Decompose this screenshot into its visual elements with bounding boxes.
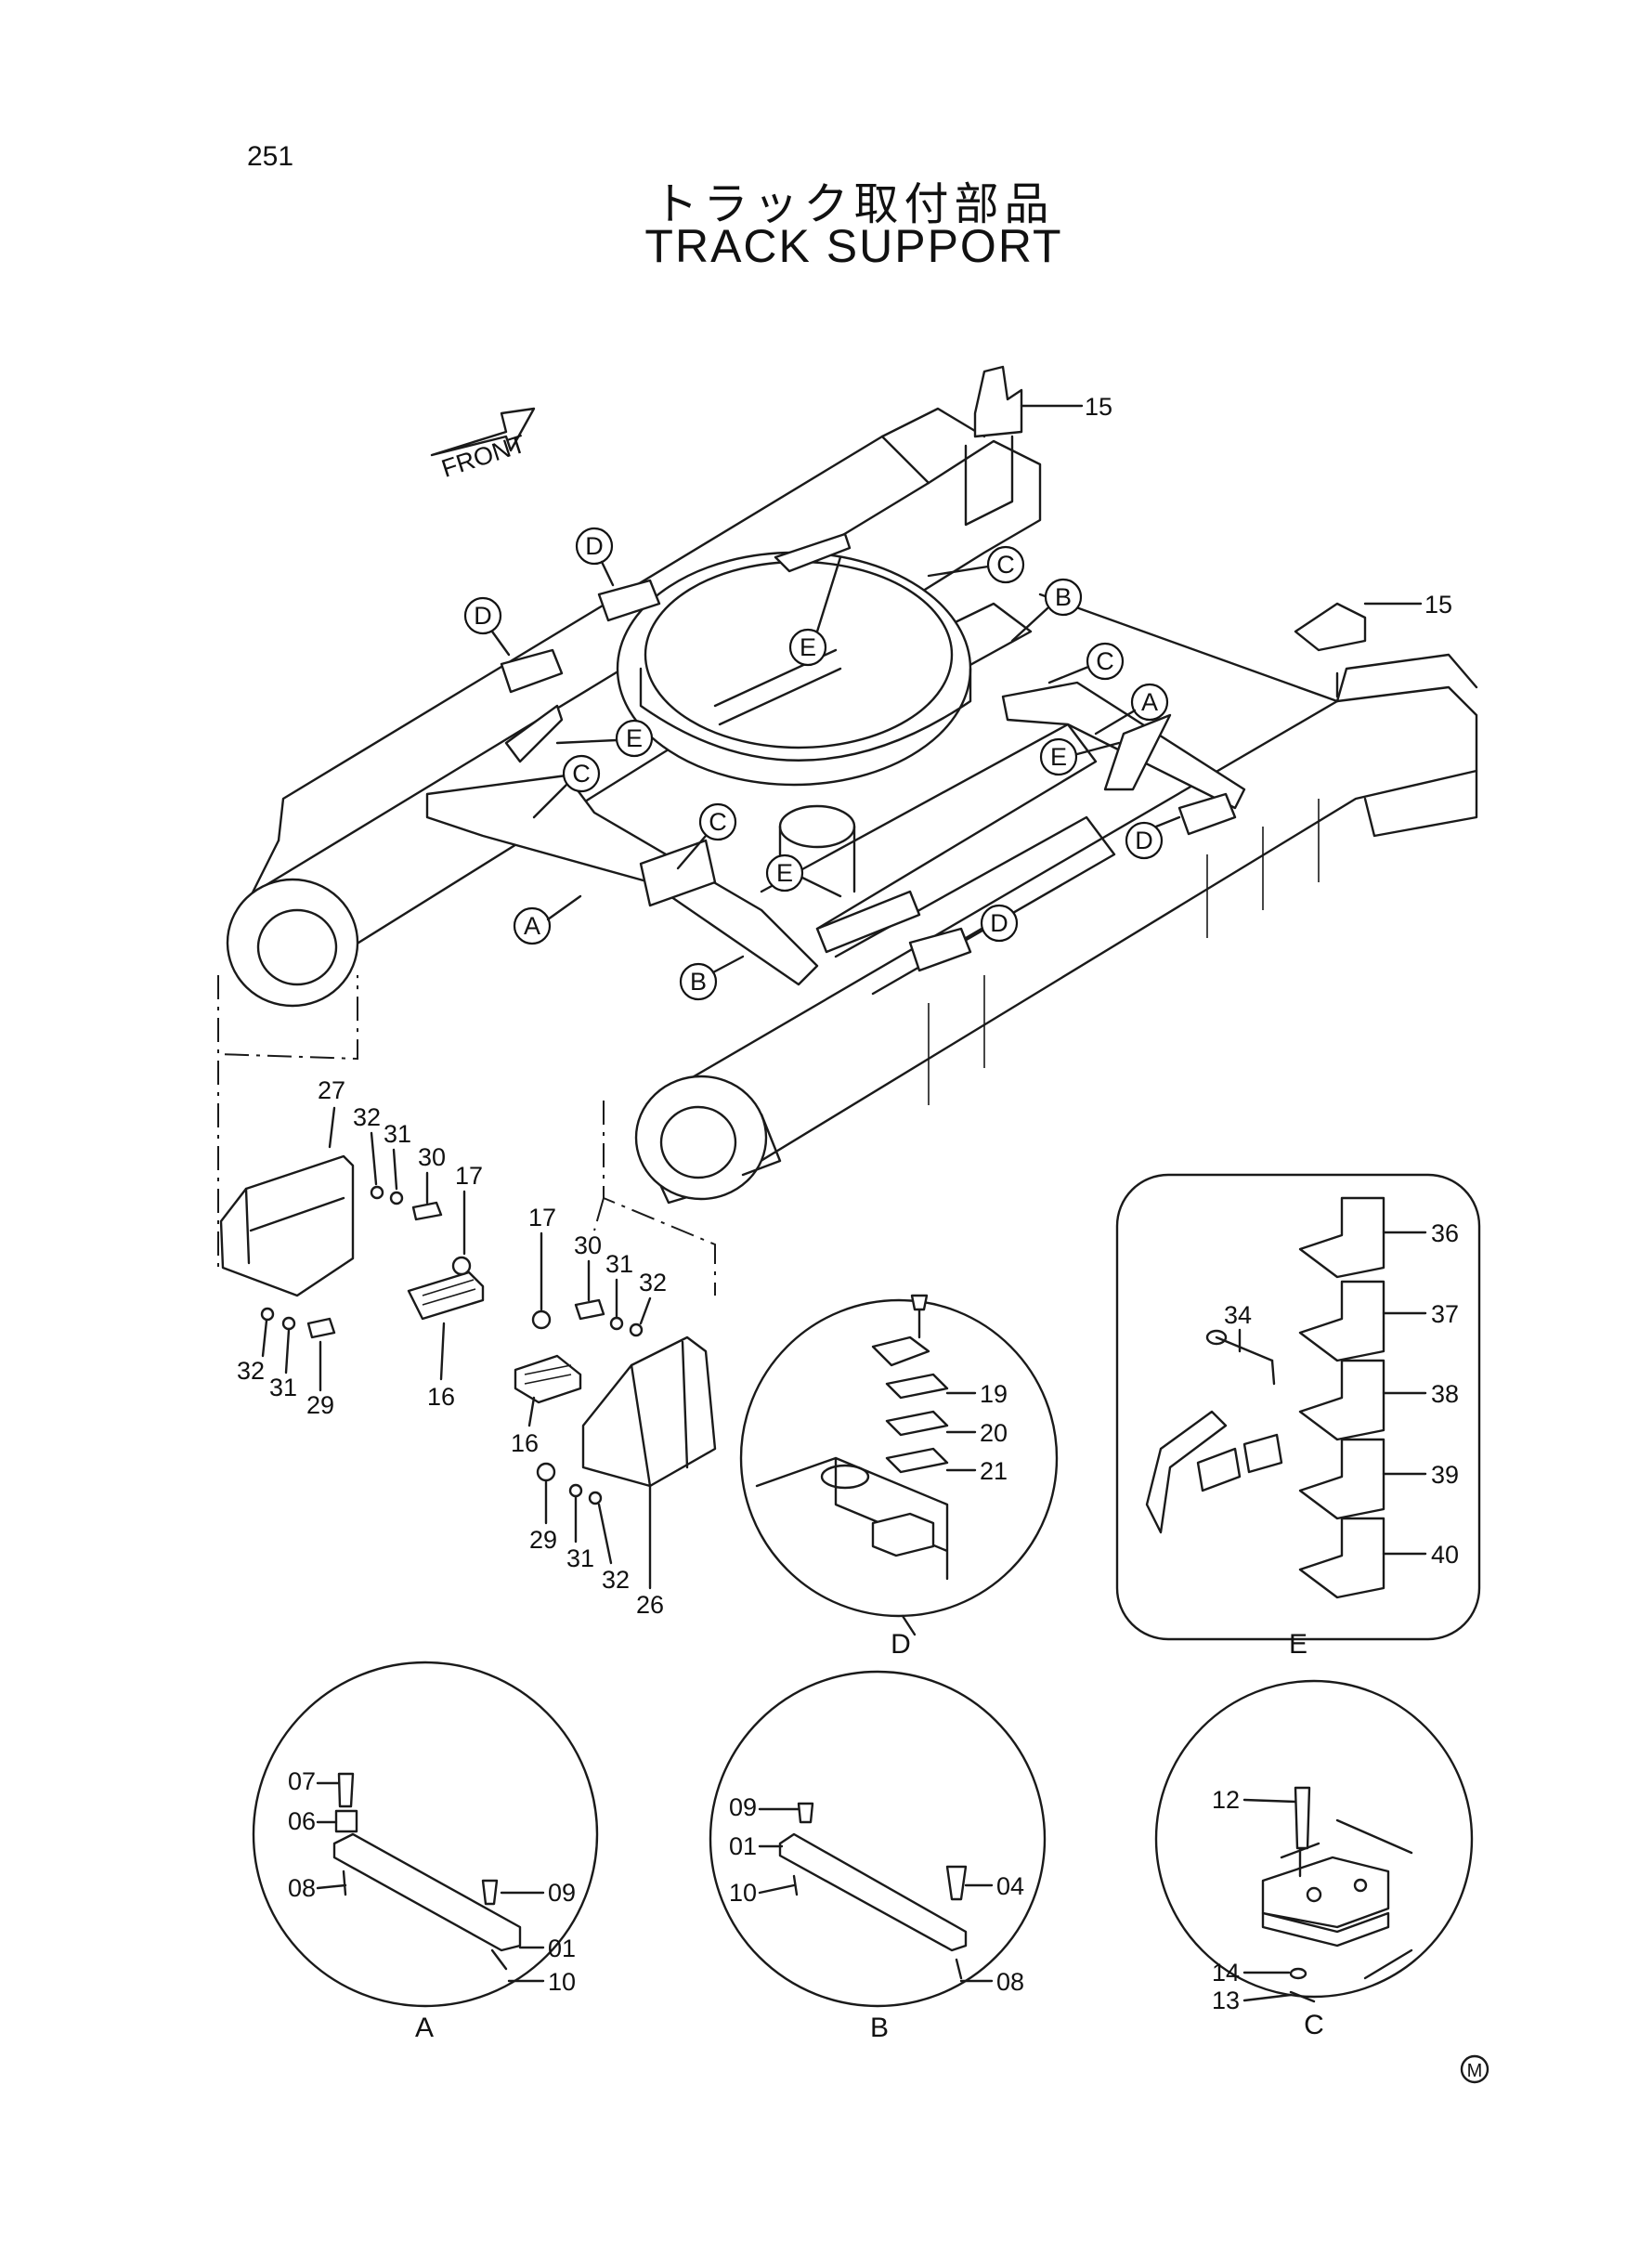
part-number-08: 08 — [288, 1874, 316, 1902]
detail-b — [709, 1670, 1047, 2008]
part-number-32: 32 — [353, 1103, 381, 1131]
part-number-29: 29 — [529, 1526, 557, 1554]
part-number-27: 27 — [318, 1076, 345, 1104]
center-guard-assembly — [514, 1298, 717, 1505]
part-number-31: 31 — [269, 1374, 297, 1401]
part-number-34: 34 — [1224, 1301, 1252, 1329]
callout-d: D — [964, 904, 1019, 943]
part-number-09: 09 — [729, 1793, 757, 1821]
part-number-09: 09 — [548, 1879, 576, 1907]
detail-d — [739, 1294, 1059, 1636]
part-number-37: 37 — [1431, 1300, 1459, 1328]
svg-text:C: C — [572, 760, 591, 788]
part-number-14: 14 — [1212, 1959, 1240, 1987]
svg-text:D: D — [474, 602, 492, 630]
svg-text:E: E — [800, 633, 816, 661]
part-number-01: 01 — [548, 1935, 576, 1962]
callout-b: B — [1010, 578, 1083, 643]
part-number-04: 04 — [996, 1872, 1024, 1900]
part-number-16: 16 — [511, 1429, 539, 1457]
callout-b: B — [679, 955, 745, 1001]
svg-text:C: C — [1096, 647, 1114, 675]
part-number-01: 01 — [729, 1832, 757, 1860]
part-number-31: 31 — [605, 1250, 633, 1278]
part-number-32: 32 — [602, 1566, 630, 1594]
part-number-17: 17 — [455, 1162, 483, 1190]
detail-label-b: B — [870, 2013, 889, 2043]
part-number-30: 30 — [574, 1231, 602, 1259]
svg-text:A: A — [1141, 688, 1158, 716]
callout-e: E — [555, 719, 654, 758]
part-number-40: 40 — [1431, 1541, 1459, 1569]
detail-label-c: C — [1304, 2010, 1324, 2040]
part-number-13: 13 — [1212, 1987, 1240, 2014]
left-guard-assembly — [219, 1154, 485, 1339]
part-number-20: 20 — [980, 1419, 1008, 1447]
svg-text:E: E — [1050, 743, 1067, 771]
title-japanese: トラック取付部品 — [653, 178, 1055, 230]
callout-d: D — [1125, 815, 1181, 860]
callout-e: E — [788, 555, 842, 667]
page-number: 251 — [247, 141, 294, 172]
part-number-10: 10 — [729, 1879, 757, 1907]
title-english: TRACK SUPPORT — [644, 220, 1063, 272]
svg-text:D: D — [990, 909, 1008, 937]
svg-text:E: E — [626, 724, 643, 752]
svg-text:D: D — [585, 532, 604, 560]
callout-e: E — [765, 853, 842, 898]
part-number-32: 32 — [237, 1357, 265, 1385]
footer-mark-letter: M — [1467, 2061, 1483, 2081]
callout-d: D — [575, 527, 615, 587]
svg-text:C: C — [709, 808, 727, 836]
callout-circles: D D E C B C A E E C D C E D A B — [463, 527, 1181, 1001]
part-number-38: 38 — [1431, 1380, 1459, 1408]
front-arrow-label: FRONT — [438, 430, 529, 483]
svg-text:E: E — [776, 859, 793, 887]
detail-label-d: D — [891, 1629, 911, 1660]
callout-a: A — [1094, 683, 1169, 736]
part-number-07: 07 — [288, 1767, 316, 1795]
part-number-36: 36 — [1431, 1219, 1459, 1247]
part-number-29: 29 — [306, 1391, 334, 1419]
part-number-08: 08 — [996, 1968, 1024, 1996]
part-number-30: 30 — [418, 1143, 446, 1171]
svg-text:A: A — [524, 912, 540, 940]
svg-text:B: B — [1055, 583, 1072, 611]
detail-label-e: E — [1289, 1629, 1307, 1660]
track-guard-bars — [425, 532, 1246, 986]
part-number-31: 31 — [566, 1544, 594, 1572]
part-number-21: 21 — [980, 1457, 1008, 1485]
part-number-10: 10 — [548, 1968, 576, 1996]
part-number-15: 15 — [1085, 393, 1112, 421]
detail-label-a: A — [415, 2013, 434, 2043]
part-number-17: 17 — [528, 1204, 556, 1231]
part15-brackets — [973, 365, 1367, 652]
callout-c: C — [532, 754, 601, 819]
callout-c: C — [676, 802, 737, 870]
detail-a — [252, 1661, 599, 2008]
part-number-19: 19 — [980, 1380, 1008, 1408]
front-arrow-icon: FRONT — [430, 407, 536, 483]
part-number-12: 12 — [1212, 1786, 1240, 1814]
callout-c: C — [1047, 642, 1125, 684]
callout-d: D — [463, 596, 511, 657]
callout-c: C — [927, 545, 1025, 584]
callout-e: E — [1039, 737, 1121, 776]
detail-e — [1115, 1173, 1481, 1641]
part-number-15: 15 — [1424, 591, 1452, 619]
track-frame-drawing — [226, 407, 1478, 1205]
footer-mark: M — [1460, 2054, 1489, 2084]
part-number-31: 31 — [384, 1120, 411, 1148]
part-number-39: 39 — [1431, 1461, 1459, 1489]
svg-text:B: B — [690, 968, 707, 996]
callout-a: A — [513, 894, 582, 945]
svg-text:D: D — [1135, 827, 1153, 854]
svg-text:C: C — [996, 551, 1015, 579]
part-number-16: 16 — [427, 1383, 455, 1411]
part-number-06: 06 — [288, 1807, 316, 1835]
detail-c — [1154, 1679, 1474, 2003]
part-number-26: 26 — [636, 1591, 664, 1619]
part-number-32: 32 — [639, 1269, 667, 1296]
